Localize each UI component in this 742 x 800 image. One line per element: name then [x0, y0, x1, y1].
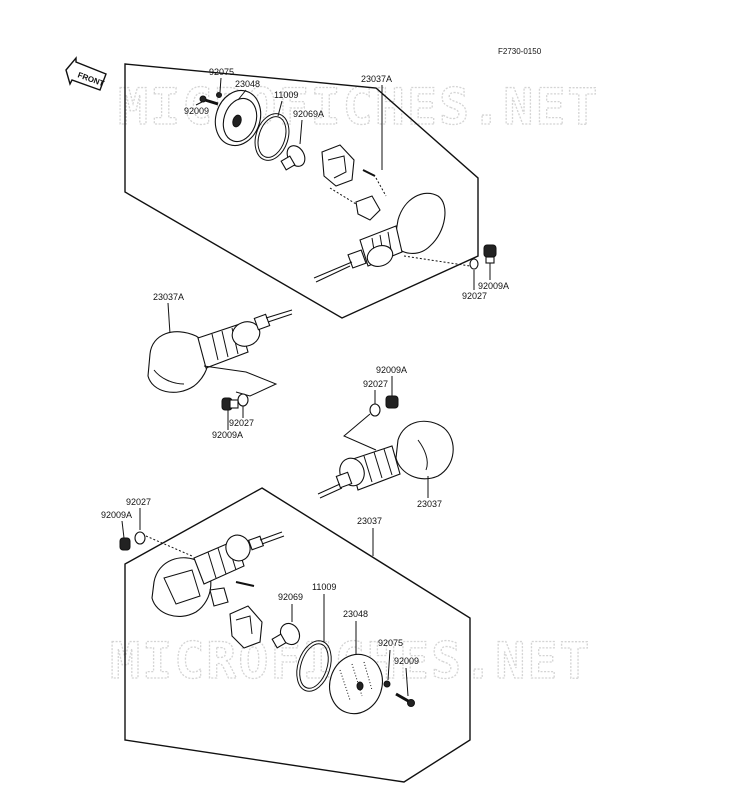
upper-bolt-icon [483, 244, 497, 264]
left-assembly: 23037A 92027 92009A [147, 292, 293, 440]
lower-clamp [209, 587, 229, 607]
upper-screw-icon [199, 95, 219, 106]
upper-washer-icon [469, 258, 479, 270]
label-right-washer: 92027 [363, 379, 388, 389]
lower-bracket-screw-icon [235, 581, 255, 587]
right-assembly: 92009A 92027 23037 [317, 365, 454, 509]
label-lower-socket: 92069 [278, 592, 303, 602]
label-lower-housing: 23037 [357, 516, 382, 526]
right-bolt-icon [385, 395, 399, 409]
lower-washer-icon [134, 531, 146, 545]
lower-screw-small-icon [383, 680, 391, 688]
label-lower-washer: 92027 [126, 497, 151, 507]
left-bolt-icon [221, 397, 239, 411]
upper-gasket [254, 113, 290, 161]
lower-lens-rim [329, 653, 383, 715]
upper-bounding-box [124, 63, 479, 319]
lower-signal-housing [151, 531, 285, 617]
label-right-bolt: 92009A [376, 365, 407, 375]
upper-bracket-screw-icon [362, 169, 376, 177]
lower-socket [229, 605, 263, 649]
label-upper-screw: 92009 [184, 106, 209, 116]
front-arrow-icon: FRONT [65, 56, 107, 91]
lower-bulb-icon [271, 622, 301, 649]
right-signal-housing [317, 420, 454, 499]
label-upper-housing: 23037A [361, 74, 392, 84]
label-right-housing: 23037 [417, 499, 442, 509]
label-upper-rim: 23048 [235, 79, 260, 89]
label-upper-bolt: 92009A [478, 281, 509, 291]
left-signal-housing [147, 309, 293, 393]
upper-socket [321, 144, 355, 187]
watermark-top: MICROFICHES.NET [118, 78, 600, 136]
upper-bulb-icon [280, 145, 306, 171]
label-upper-socket: 92069A [293, 109, 324, 119]
label-lower-bolt: 92009A [101, 510, 132, 520]
label-lower-gasket: 11009 [312, 582, 336, 592]
upper-clamp [355, 195, 381, 221]
right-washer-icon [369, 403, 381, 417]
label-left-housing: 23037A [153, 292, 184, 302]
label-upper-washer: 92027 [462, 291, 487, 301]
lower-assembly: 92027 92009A [101, 487, 471, 783]
label-upper-gasket: 11009 [274, 90, 298, 100]
left-washer-icon [237, 393, 249, 407]
lower-bounding-box [124, 487, 471, 783]
label-lower-screw: 92009 [394, 656, 419, 666]
upper-assembly: 23037A 23048 92075 92009 11009 92069A 92… [124, 63, 509, 319]
label-left-bolt: 92009A [212, 430, 243, 440]
upper-lens-rim [214, 89, 262, 147]
label-lower-rim: 23048 [343, 609, 368, 619]
lower-gasket [296, 640, 332, 692]
upper-screw-small-icon [216, 92, 222, 98]
lower-bolt-icon [119, 537, 131, 551]
label-upper-screw-small: 92075 [209, 67, 234, 77]
label-lower-screw-small: 92075 [378, 638, 403, 648]
lower-screw-icon [395, 692, 415, 707]
upper-signal-housing [313, 192, 446, 283]
figure-code: F2730-0150 [498, 47, 542, 56]
label-left-washer: 92027 [229, 418, 254, 428]
